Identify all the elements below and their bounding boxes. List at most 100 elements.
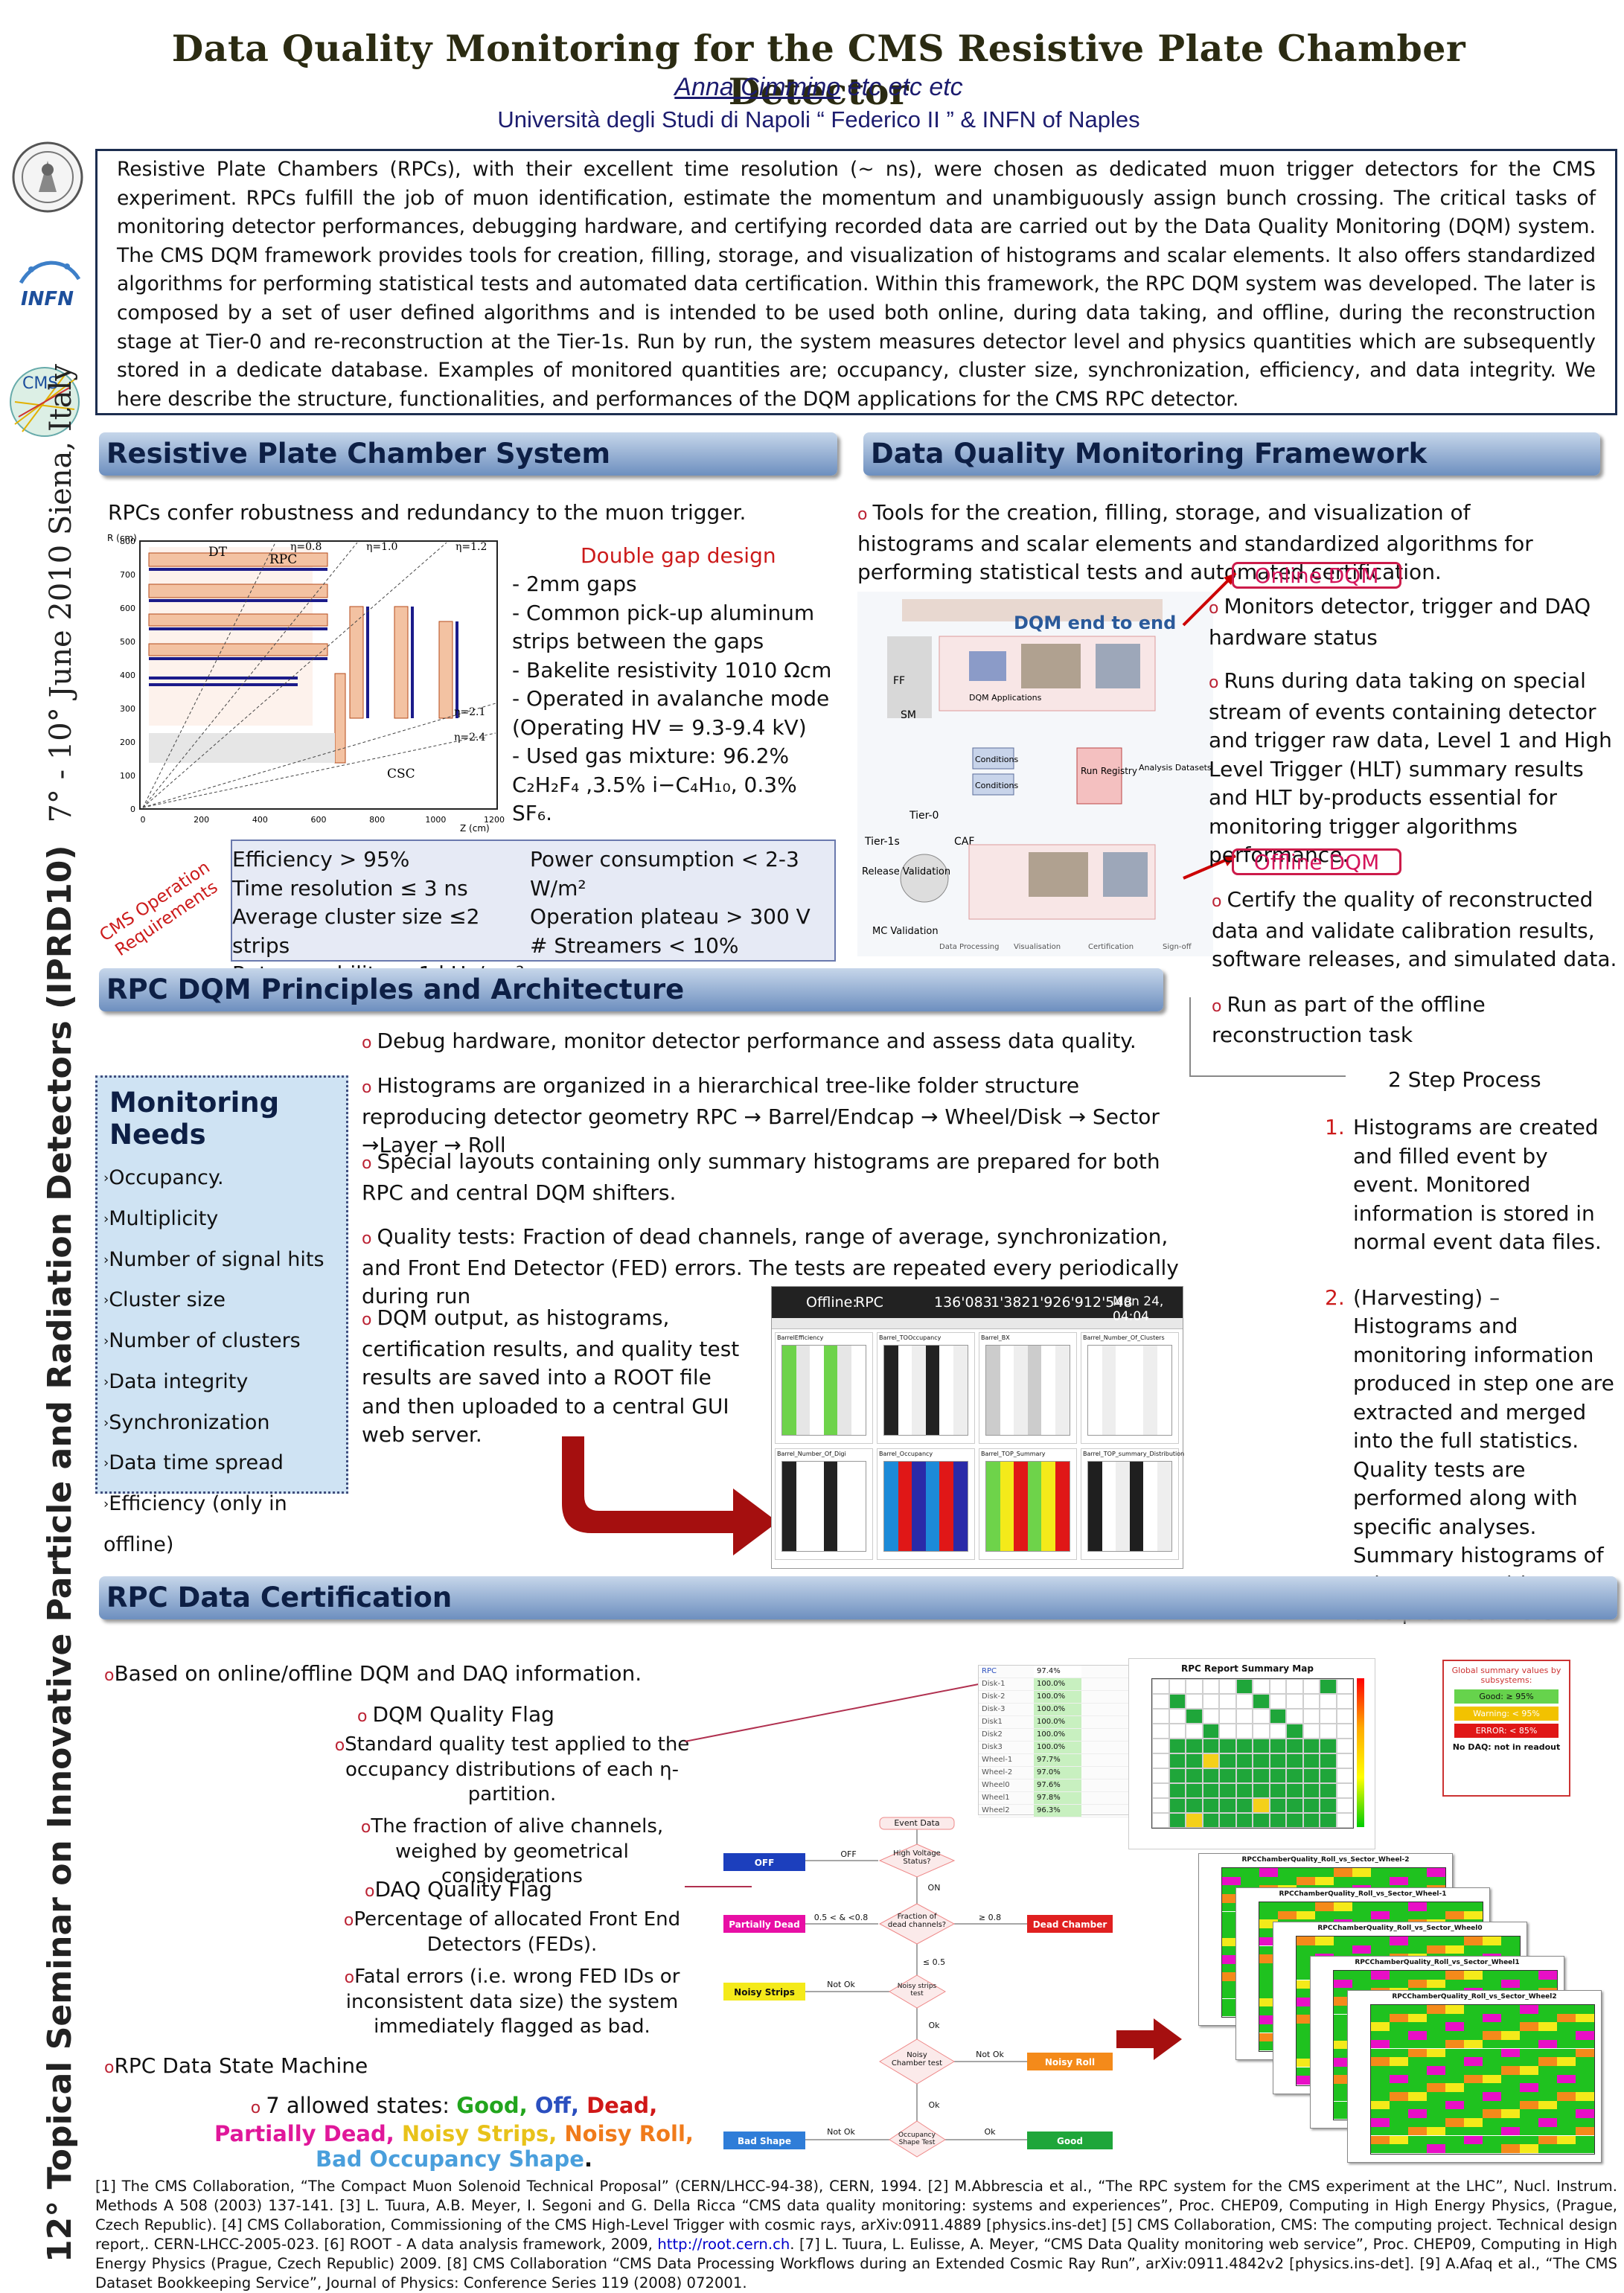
summary-map-cell: [1320, 1783, 1337, 1798]
gui-plot-cell: [1102, 1346, 1116, 1360]
wheel-plot-cell: [1352, 1945, 1371, 1954]
y-tick-label: 700: [120, 570, 135, 580]
gui-panel-plot: [1087, 1461, 1172, 1552]
summary-map-cell: [1302, 1694, 1320, 1709]
wheel-plot-cell: [1222, 1902, 1241, 1912]
gui-panel[interactable]: Barrel_BX: [979, 1332, 1077, 1444]
gui-plot-cell: [837, 1375, 851, 1390]
gui-plot-cell: [1116, 1360, 1130, 1375]
summary-map-cell: [1286, 1739, 1303, 1753]
state-separator: ,: [386, 2121, 402, 2146]
gui-plot-cell: [851, 1477, 866, 1491]
gui-plot-cell: [1129, 1405, 1144, 1420]
y-tick-label: 800: [120, 537, 135, 546]
gui-plot-cell: [939, 1462, 953, 1477]
wheel-plot-cell: [1501, 2092, 1520, 2101]
need-item: ›Occupancy.: [103, 1158, 340, 1199]
gui-panel[interactable]: Barrel_Occupancy: [877, 1448, 975, 1560]
daq-flag-item-text: Percentage of allocated Front End Detect…: [354, 1908, 681, 1956]
summary-map-cell: [1219, 1679, 1236, 1694]
gui-plot-cell: [1102, 1477, 1116, 1491]
state-label: Off: [534, 2093, 571, 2118]
wheel-plot-cell: [1278, 1868, 1297, 1877]
summary-map-cell: [1152, 1753, 1169, 1768]
gui-toolbar[interactable]: [772, 1318, 1183, 1329]
summary-row-value: 100.0%: [1034, 1691, 1081, 1703]
wheel-plot-cell: [1483, 2039, 1501, 2049]
gui-plot-cell: [986, 1477, 1000, 1491]
gui-panel[interactable]: Barrel_TOOccupancy: [877, 1332, 975, 1444]
wheel-plot-cell: [1464, 2013, 1483, 2023]
daq-flag-item: oFatal errors (i.e. wrong FED IDs or inc…: [333, 1965, 691, 2039]
gui-plot-cell: [925, 1390, 940, 1405]
gui-plot-cell: [796, 1506, 811, 1521]
wheel-plot-cell: [1557, 2118, 1576, 2127]
gui-plot-cell: [851, 1390, 866, 1405]
wheel-plot-cell: [1427, 1876, 1445, 1886]
summary-map-cell: [1286, 1783, 1303, 1798]
online-item-text: Runs during data taking on special strea…: [1209, 668, 1612, 867]
gui-plot-cell: [1014, 1491, 1028, 1506]
gui-plot-cell: [796, 1405, 811, 1420]
gui-panel[interactable]: Barrel_TOP_Summary: [979, 1448, 1077, 1560]
gui-plot-cell: [912, 1346, 926, 1360]
gui-plot-cell: [925, 1405, 940, 1420]
wheel-plot-cell: [1576, 2135, 1594, 2145]
offline-dqm-label: Offline DQM: [1232, 848, 1401, 875]
gui-plot-cell: [1157, 1360, 1171, 1375]
x-tick-label: 1000: [425, 815, 446, 825]
summary-map-cell: [1152, 1694, 1169, 1709]
gui-plot-cell: [986, 1375, 1000, 1390]
gui-panel[interactable]: Barrel_Number_Of_Digi: [775, 1448, 873, 1560]
wheel-plot-cell: [1334, 1979, 1352, 1989]
wheel-plot-cell: [1538, 2109, 1557, 2119]
summary-map-cell: [1219, 1768, 1236, 1783]
x-tick-label: 1200: [484, 815, 505, 825]
wheel-plot-cell: [1427, 2048, 1445, 2058]
online-dqm-items: o Monitors detector, trigger and DAQ har…: [1209, 592, 1614, 870]
wheel-plot-cell: [1538, 2039, 1557, 2049]
gui-plot-cell: [986, 1491, 1000, 1506]
summary-map-cell: [1186, 1813, 1203, 1828]
wheel-plot-cell: [1222, 1998, 1241, 2008]
wheel-plot-cell: [1408, 2144, 1427, 2153]
flow-dead-box: Dead Chamber: [1032, 1919, 1107, 1930]
gui-plot-cell: [884, 1360, 898, 1375]
wheel-plot-cell: [1371, 2013, 1390, 2023]
need-item: ›Cluster size: [103, 1280, 340, 1321]
wheel-plot-cell: [1259, 1980, 1278, 1989]
gui-plot-cell: [1116, 1420, 1130, 1435]
summary-map-cell: [1152, 1739, 1169, 1753]
gui-plot-cell: [1143, 1506, 1157, 1521]
wheel-plot-cell: [1371, 1902, 1390, 1911]
gui-plot-cell: [912, 1420, 926, 1435]
root-link[interactable]: http://root.cern.ch: [657, 2236, 790, 2253]
gui-panel[interactable]: Barrel_Number_Of_Clusters: [1081, 1332, 1179, 1444]
wheel-plot-cell: [1334, 2058, 1352, 2067]
legend-nodaq: No DAQ: not in readout: [1452, 1742, 1561, 1752]
gui-plot-cell: [939, 1390, 953, 1405]
summary-map-cell: [1336, 1709, 1353, 1724]
summary-map-cell: [1152, 1813, 1169, 1828]
wheel-plot-cell: [1501, 2057, 1520, 2066]
wheel-plot-cell: [1352, 1971, 1371, 1980]
wheel-plot-cell: [1576, 2126, 1594, 2136]
wheel-plot-cell: [1334, 1988, 1352, 1998]
gui-plot-cell: [939, 1506, 953, 1521]
wheel-plot-cell: [1538, 2057, 1557, 2066]
states-list: Good, Off, Dead, Partially Dead, Noisy S…: [214, 2093, 694, 2172]
wheel-plot-cell: [1278, 1902, 1297, 1911]
wheel-plot-cell: [1222, 1937, 1241, 1947]
wheel-plot-cell: [1371, 1945, 1390, 1954]
wheel-plot-cell: [1297, 2076, 1315, 2085]
gui-panel[interactable]: BarrelEfficiency: [775, 1332, 873, 1444]
abstract-box: Resistive Plate Chambers (RPCs), with th…: [95, 149, 1617, 415]
need-item: ›Number of signal hits: [103, 1240, 340, 1281]
wheel-plot-cell: [1390, 1945, 1408, 1954]
gui-plot-cell: [796, 1491, 811, 1506]
wheel-plot-cell: [1557, 2022, 1576, 2032]
wheel-plot-cell: [1501, 2005, 1520, 2014]
gui-panel[interactable]: Barrel_TOP_summary_Distribution: [1081, 1448, 1184, 1560]
daq-quality-flag: oDAQ Quality Flag: [365, 1875, 552, 1907]
gui-plot-cell: [1088, 1491, 1102, 1506]
